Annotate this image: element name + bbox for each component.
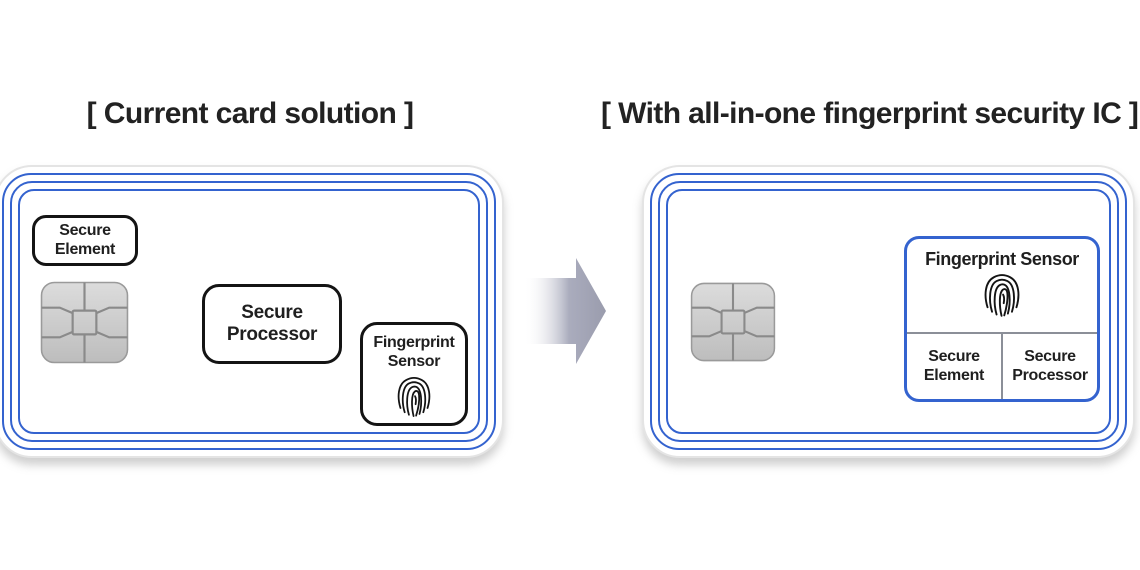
combo-fingerprint-sensor-label: Fingerprint Sensor [925, 249, 1079, 269]
combo-secure-element-line2: Element [923, 366, 985, 384]
fingerprint-icon [984, 274, 1020, 317]
current-solution-card: Secure Element Se [0, 165, 504, 458]
combo-secure-processor-cell: Secure Processor [1001, 334, 1097, 399]
all-in-one-module-box: Fingerprint Sensor Secure Element [904, 236, 1100, 402]
fingerprint-sensor-box: Fingerprint Sensor [360, 322, 468, 426]
smart-card-chip-icon [40, 281, 129, 364]
right-section-title: [ With all-in-one fingerprint security I… [601, 97, 1139, 130]
secure-element-label-line1: Secure [59, 221, 111, 239]
combo-lower-section: Secure Element Secure Processor [907, 332, 1097, 399]
all-in-one-solution-card: Fingerprint Sensor Secure Element [642, 165, 1135, 458]
combo-secure-element-cell: Secure Element [907, 334, 1001, 399]
secure-processor-label-line2: Processor [226, 324, 318, 345]
combo-secure-processor-line1: Secure [1024, 347, 1076, 365]
fingerprint-sensor-label-line2: Sensor [387, 352, 441, 370]
combo-secure-element-line1: Secure [928, 347, 980, 365]
fingerprint-icon [397, 376, 431, 417]
fingerprint-sensor-label-line1: Fingerprint [373, 334, 455, 351]
secure-element-box: Secure Element [32, 215, 138, 266]
secure-processor-label-line1: Secure [241, 301, 303, 323]
right-arrow-icon [524, 258, 606, 364]
combo-secure-processor-line2: Processor [1012, 366, 1088, 384]
secure-element-label-line2: Element [54, 240, 116, 258]
smart-card-chip-icon [690, 282, 776, 362]
combo-fingerprint-section: Fingerprint Sensor [907, 239, 1097, 332]
left-section-title: [ Current card solution ] [86, 97, 414, 130]
secure-processor-box: Secure Processor [202, 284, 342, 364]
